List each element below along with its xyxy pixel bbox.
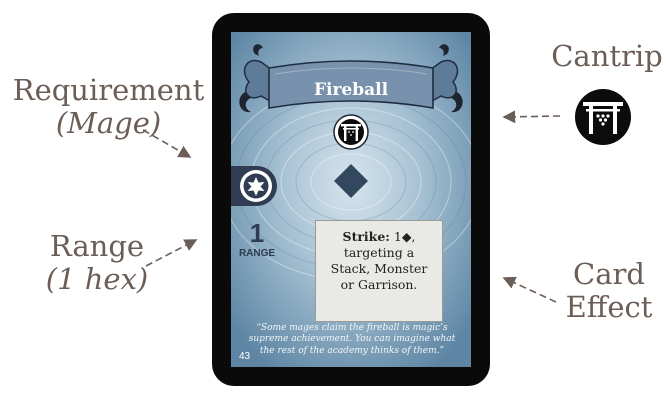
range-arrow	[146, 240, 196, 266]
effect-text-box: Strike: 1◆, targeting a Stack, Monster o…	[315, 220, 443, 322]
effect-keyword: Strike:	[343, 229, 390, 244]
card-cantrip-icon	[334, 115, 368, 149]
effect-amount: 1◆,	[394, 229, 416, 244]
card-effect-arrow	[504, 278, 556, 302]
range-label: RANGE	[233, 248, 281, 259]
effect-line: or Garrison.	[316, 277, 442, 293]
card-number: 43	[239, 351, 250, 362]
effect-line: targeting a	[316, 245, 442, 261]
spell-card: Fireball 1 RANGE Strike: 1◆, targeting a…	[212, 13, 490, 386]
card-title: Fireball	[291, 80, 411, 100]
card-face: Fireball 1 RANGE Strike: 1◆, targeting a…	[231, 32, 471, 367]
effect-line: Stack, Monster	[316, 261, 442, 277]
effect-text: Strike: 1◆, targeting a Stack, Monster o…	[316, 229, 442, 293]
requirement-arrow	[143, 130, 190, 157]
cantrip-arrow	[504, 116, 560, 117]
flavor-text: “Some mages claim the fireball is magic’…	[241, 323, 463, 357]
requirement-mage-star-icon	[231, 166, 277, 206]
range-value: 1	[237, 218, 277, 249]
cantrip-legend-icon	[575, 89, 631, 145]
